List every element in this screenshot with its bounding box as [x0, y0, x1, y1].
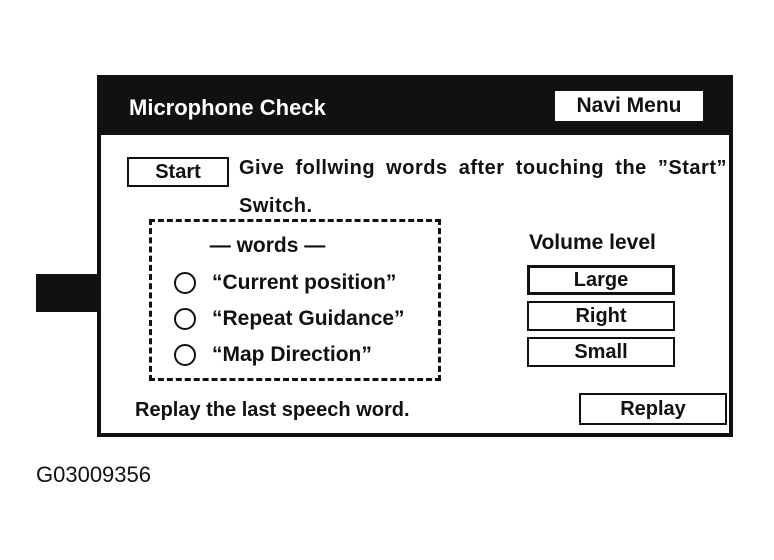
circle-outline-icon: [174, 344, 196, 366]
volume-small-button[interactable]: Small: [527, 337, 675, 367]
navi-menu-button[interactable]: Navi Menu: [553, 89, 705, 123]
word-item-current-position: “Current position”: [174, 268, 396, 298]
replay-instruction: Replay the last speech word.: [135, 399, 410, 421]
circle-outline-icon: [174, 308, 196, 330]
word-label: “Map Direction”: [212, 343, 372, 366]
words-header: — words —: [209, 234, 326, 257]
word-label: “Current position”: [212, 271, 397, 294]
volume-level-label: Volume level: [529, 231, 656, 254]
instruction-text: Give follwing words after touching the ”…: [239, 157, 727, 217]
screen-title: Microphone Check: [129, 95, 326, 120]
word-item-repeat-guidance: “Repeat Guidance”: [174, 304, 405, 334]
word-label: “Repeat Guidance”: [212, 307, 405, 330]
replay-button[interactable]: Replay: [579, 393, 727, 425]
words-list: — words — “Current position” “Repeat Gui…: [149, 219, 441, 381]
volume-right-button[interactable]: Right: [527, 301, 675, 331]
start-button[interactable]: Start: [127, 157, 229, 187]
circle-outline-icon: [174, 272, 196, 294]
microphone-check-screen: Microphone Check Navi Menu Start Give fo…: [97, 75, 733, 437]
figure-id: G03009356: [36, 462, 151, 487]
title-bar: Microphone Check Navi Menu: [101, 79, 729, 135]
volume-large-button[interactable]: Large: [527, 265, 675, 295]
word-item-map-direction: “Map Direction”: [174, 340, 372, 370]
